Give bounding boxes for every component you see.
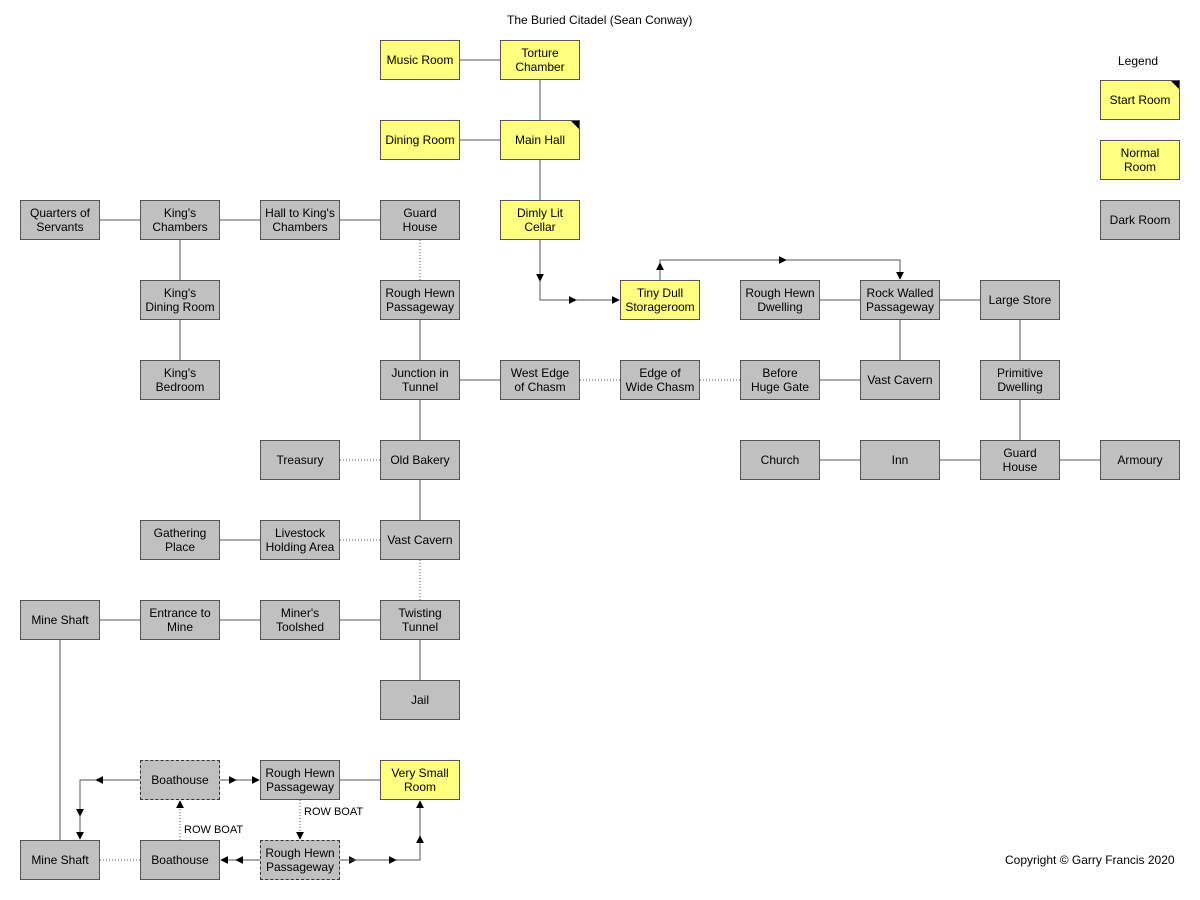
room-armoury: Armoury bbox=[1100, 440, 1180, 480]
room-quarters-of-servants: Quarters of Servants bbox=[20, 200, 100, 240]
room-rough-hewn-passageway-1: Rough Hewn Passageway bbox=[380, 280, 460, 320]
room-guard-house-east: Guard House bbox=[980, 440, 1060, 480]
room-hall-to-kings-chambers: Hall to King's Chambers bbox=[260, 200, 340, 240]
legend-dark-room: Dark Room bbox=[1100, 200, 1180, 240]
room-mine-shaft-bottom: Mine Shaft bbox=[20, 840, 100, 880]
row-boat-label-up: ROW BOAT bbox=[184, 824, 244, 836]
room-before-huge-gate: Before Huge Gate bbox=[740, 360, 820, 400]
room-tiny-dull-storageroom: Tiny Dull Storageroom bbox=[620, 280, 700, 320]
room-primitive-dwelling: Primitive Dwelling bbox=[980, 360, 1060, 400]
room-main-hall: Main Hall bbox=[500, 120, 580, 160]
room-torture-chamber: Torture Chamber bbox=[500, 40, 580, 80]
legend-start-room: Start Room bbox=[1100, 80, 1180, 120]
legend-heading: Legend bbox=[1118, 54, 1159, 68]
room-kings-dining-room: King's Dining Room bbox=[140, 280, 220, 320]
room-west-edge-of-chasm: West Edge of Chasm bbox=[500, 360, 580, 400]
room-dining-room: Dining Room bbox=[380, 120, 460, 160]
room-miners-toolshed: Miner's Toolshed bbox=[260, 600, 340, 640]
room-church: Church bbox=[740, 440, 820, 480]
room-jail: Jail bbox=[380, 680, 460, 720]
room-very-small-room: Very Small Room bbox=[380, 760, 460, 800]
copyright: Copyright © Garry Francis 2020 bbox=[1005, 853, 1175, 867]
room-gathering-place: Gathering Place bbox=[140, 520, 220, 560]
room-livestock-holding-area: Livestock Holding Area bbox=[260, 520, 340, 560]
room-kings-chambers: King's Chambers bbox=[140, 200, 220, 240]
room-dimly-lit-cellar: Dimly Lit Cellar bbox=[500, 200, 580, 240]
room-rough-hewn-passageway-3: Rough Hewn Passageway bbox=[260, 840, 340, 880]
room-vast-cavern-east: Vast Cavern bbox=[860, 360, 940, 400]
room-rough-hewn-passageway-2: Rough Hewn Passageway bbox=[260, 760, 340, 800]
conn-tiny-rockwalled bbox=[659, 259, 904, 280]
room-boathouse: Boathouse bbox=[140, 840, 220, 880]
room-vast-cavern-west: Vast Cavern bbox=[380, 520, 460, 560]
conn-boathouse-left bbox=[76, 779, 140, 840]
room-edge-of-wide-chasm: Edge of Wide Chasm bbox=[620, 360, 700, 400]
row-boat-label-down: ROW BOAT bbox=[304, 806, 364, 818]
room-entrance-to-mine: Entrance to Mine bbox=[140, 600, 220, 640]
legend-normal-room: Normal Room bbox=[1100, 140, 1180, 180]
room-rock-walled-passageway: Rock Walled Passageway bbox=[860, 280, 940, 320]
room-mine-shaft-top: Mine Shaft bbox=[20, 600, 100, 640]
room-music-room: Music Room bbox=[380, 40, 460, 80]
room-guard-house-north: Guard House bbox=[380, 200, 460, 240]
room-old-bakery: Old Bakery bbox=[380, 440, 460, 480]
room-inn: Inn bbox=[860, 440, 940, 480]
room-junction-in-tunnel: Junction in Tunnel bbox=[380, 360, 460, 400]
room-rough-hewn-dwelling: Rough Hewn Dwelling bbox=[740, 280, 820, 320]
room-boathouse-dashed: Boathouse bbox=[140, 760, 220, 800]
room-kings-bedroom: King's Bedroom bbox=[140, 360, 220, 400]
page-title: The Buried Citadel (Sean Conway) bbox=[507, 13, 693, 27]
conn-cellar-tiny bbox=[539, 240, 620, 304]
room-treasury: Treasury bbox=[260, 440, 340, 480]
room-twisting-tunnel: Twisting Tunnel bbox=[380, 600, 460, 640]
room-large-store: Large Store bbox=[980, 280, 1060, 320]
